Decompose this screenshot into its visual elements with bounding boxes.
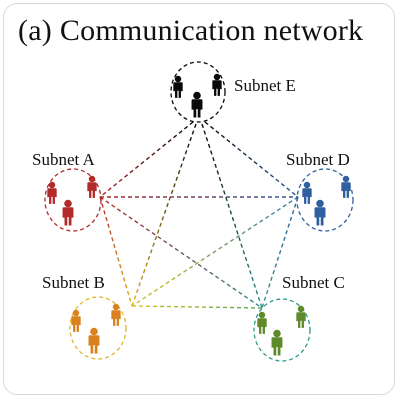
link-e-a xyxy=(99,121,194,198)
subnet-b-label: Subnet B xyxy=(42,273,105,292)
person-icon xyxy=(296,305,306,328)
link-b-c xyxy=(131,305,263,309)
link-d-c xyxy=(261,196,299,309)
person-icon xyxy=(87,175,97,198)
link-d-b xyxy=(131,196,299,307)
subnet-e-boundary xyxy=(170,61,226,123)
subnet-c-label: Subnet C xyxy=(282,273,345,292)
subnet-a-node xyxy=(44,168,102,232)
person-icon xyxy=(71,309,81,332)
person-icon xyxy=(302,181,312,204)
title-text: Communication network xyxy=(59,14,364,47)
person-icon xyxy=(88,327,100,354)
person-icon xyxy=(257,311,267,334)
subnet-d-label: Subnet D xyxy=(286,150,350,169)
link-a-c xyxy=(99,196,263,309)
network-links xyxy=(99,121,299,309)
figure-title: (a)Communication network xyxy=(18,14,363,48)
person-icon xyxy=(341,175,351,198)
panel-tag: (a) xyxy=(18,14,52,47)
person-icon xyxy=(212,73,222,96)
person-icon xyxy=(314,199,326,226)
person-icon xyxy=(173,75,183,98)
figure-panel xyxy=(3,3,395,395)
person-icon xyxy=(271,329,283,356)
subnet-d-node xyxy=(296,168,354,232)
link-e-c xyxy=(201,123,263,309)
subnet-b-boundary xyxy=(69,296,127,360)
subnet-e-node xyxy=(170,61,226,123)
subnet-a-boundary xyxy=(44,168,102,232)
person-icon xyxy=(62,199,74,226)
link-e-d xyxy=(204,121,299,198)
subnet-e-label: Subnet E xyxy=(234,76,296,95)
subnet-b-node xyxy=(69,296,127,360)
subnet-c-boundary xyxy=(253,298,311,362)
link-e-b xyxy=(131,123,197,307)
link-a-b xyxy=(99,196,133,307)
subnet-d-boundary xyxy=(296,168,354,232)
person-icon xyxy=(191,91,203,118)
subnet-c-node xyxy=(253,298,311,362)
subnet-a-label: Subnet A xyxy=(32,150,95,169)
